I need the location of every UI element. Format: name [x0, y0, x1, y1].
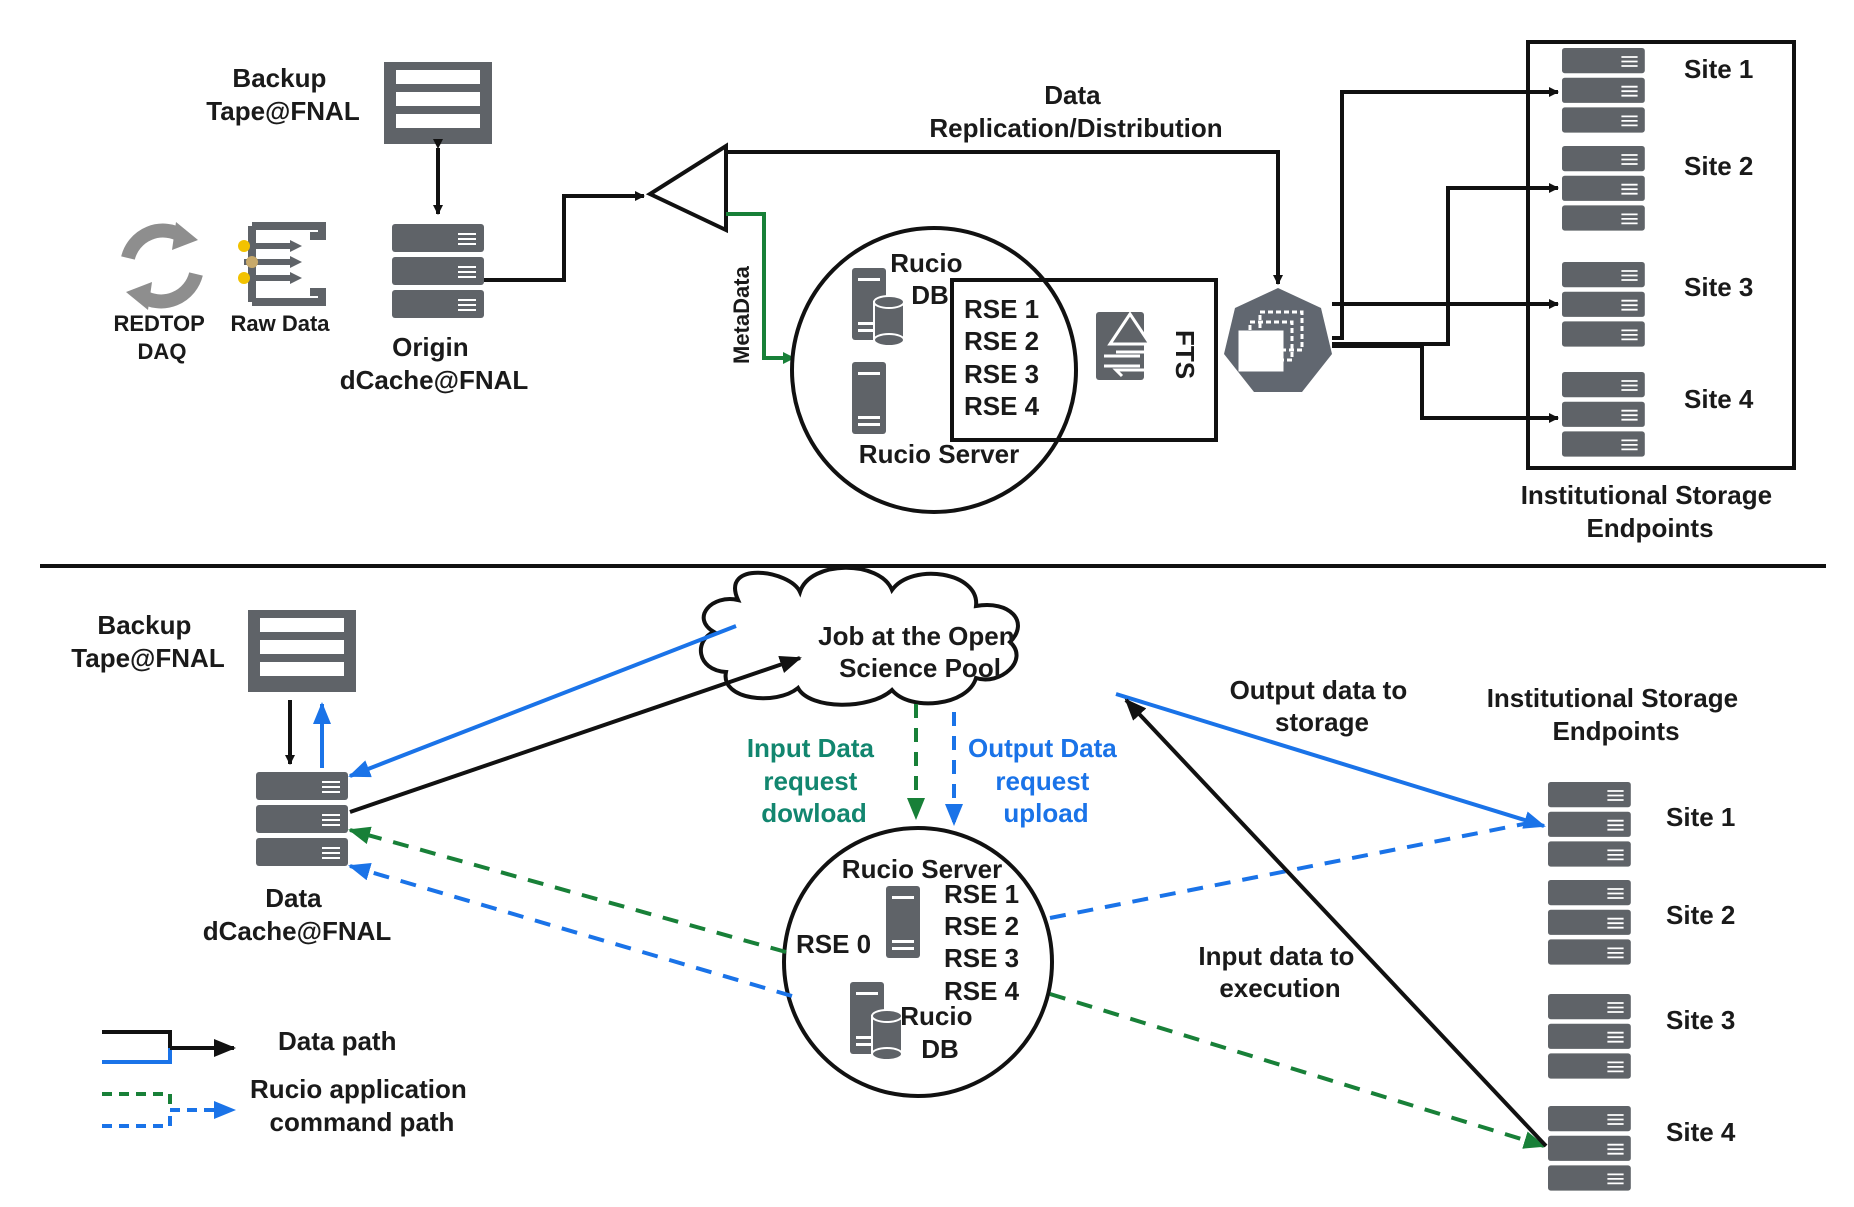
redtop-daq-label: REDTOP DAQ [113, 311, 210, 364]
data-cloud-black-arrow [349, 655, 802, 814]
rucio-site4-green-arrow [1049, 992, 1546, 1149]
osp-job-label: Job at the Open Science Pool [818, 621, 1022, 683]
bottom-rucio-server-icon [886, 886, 920, 958]
bottom-site1-label: Site 1 [1666, 802, 1735, 832]
top-site1-server-icon [1561, 47, 1646, 134]
origin-replication-path [484, 191, 645, 282]
bottom-data-server-icon [255, 771, 349, 867]
hub-site-routes [1332, 87, 1559, 423]
bottom-backup-label: Backup Tape@FNAL [71, 610, 225, 673]
bottom-site3-server-icon [1547, 993, 1632, 1080]
output-to-storage-label: Output data to storage [1230, 675, 1415, 737]
bottom-site2-server-icon [1547, 879, 1632, 966]
top-site4-server-icon [1561, 371, 1646, 458]
top-site4-label: Site 4 [1684, 384, 1754, 414]
output-request-label: Output Data request upload [968, 733, 1124, 828]
top-site1-label: Site 1 [1684, 54, 1753, 84]
top-site2-server-icon [1561, 145, 1646, 232]
legend-command-path-swatch [102, 1092, 236, 1128]
bottom-backup-tape-icon [248, 610, 356, 692]
top-rucio-db-label: Rucio DB [890, 248, 969, 310]
metadata-label: MetaData [729, 265, 754, 364]
data-dcache-label: Data dCache@FNAL [203, 883, 392, 946]
legend: Data path Rucio application command path [102, 1026, 474, 1137]
top-site3-label: Site 3 [1684, 272, 1753, 302]
rucio-data-blue-arrow [348, 863, 793, 998]
bottom-storage-label: Institutional Storage Endpoints [1487, 683, 1746, 746]
bottom-site4-label: Site 4 [1666, 1117, 1736, 1147]
bottom-section: Backup Tape@FNAL Data dCache@FNAL Job at… [71, 565, 1746, 1192]
rse-fts-box [950, 278, 1218, 442]
metadata-path [726, 212, 795, 364]
backup-tape-icon [384, 62, 492, 144]
rucio-site1-blue-dashed [1049, 818, 1545, 920]
bottom-rucio-db-label: Rucio DB [900, 1001, 979, 1064]
legend-data-path-label: Data path [278, 1026, 396, 1056]
legend-command-path-label: Rucio application command path [250, 1074, 474, 1137]
top-site3-server-icon [1561, 261, 1646, 348]
bottom-rucio-server-label: Rucio Server [842, 854, 1002, 884]
bottom-site3-label: Site 3 [1666, 1005, 1735, 1035]
recycle-icon [121, 222, 203, 310]
raw-data-icon [238, 222, 326, 306]
origin-dcache-label: Origin dCache@FNAL [340, 332, 529, 395]
replication-fts-path [726, 150, 1283, 285]
bottom-site1-server-icon [1547, 781, 1632, 868]
top-sites-box [1526, 40, 1796, 470]
top-backup-label: Backup Tape@FNAL [206, 63, 360, 126]
input-request-label: Input Data request dowload [747, 733, 881, 828]
top-rucio-server-label: Rucio Server [859, 439, 1019, 469]
replication-amplifier-icon [645, 142, 728, 234]
top-section: Backup Tape@FNAL REDTOP DAQ [113, 40, 1796, 543]
cloud-site1-blue-arrow [1115, 692, 1546, 829]
fts-label: FTS [1170, 330, 1200, 379]
transfer-hub-glyph [1238, 310, 1304, 372]
rucio-data-green-arrow [348, 826, 787, 954]
legend-data-path-swatch [102, 1030, 236, 1064]
bottom-site2-label: Site 2 [1666, 900, 1735, 930]
top-rucio-server-icon [852, 362, 886, 434]
rse0-label: RSE 0 [796, 929, 871, 959]
top-site2-label: Site 2 [1684, 151, 1753, 181]
top-storage-label: Institutional Storage Endpoints [1521, 480, 1780, 543]
input-to-execution-label: Input data to execution [1198, 941, 1361, 1003]
bottom-site4-server-icon [1547, 1105, 1632, 1192]
bottom-rse-list: RSE 1 RSE 2 RSE 3 RSE 4 [944, 879, 1026, 1006]
fts-icon [1096, 311, 1156, 380]
raw-data-label: Raw Data [230, 311, 330, 336]
top-rse-list: RSE 1 RSE 2 RSE 3 RSE 4 [964, 294, 1046, 421]
replication-label: Data Replication/Distribution [929, 80, 1222, 143]
origin-server-icon [391, 223, 485, 319]
site4-cloud-black-arrow [1124, 698, 1548, 1148]
cloud-data-blue-arrow [348, 624, 737, 778]
